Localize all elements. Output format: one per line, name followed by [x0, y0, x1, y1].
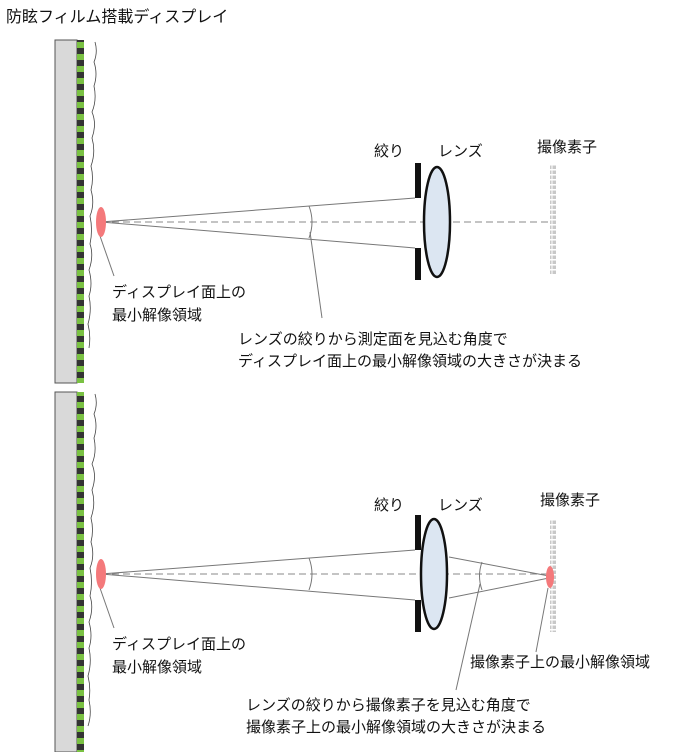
- display-spot: [96, 207, 106, 237]
- ray-upper: [100, 197, 416, 223]
- aperture-lower: [415, 248, 421, 280]
- image-ray-lower: [448, 577, 550, 599]
- angle-leader: [309, 231, 323, 319]
- aperture-lower: [415, 600, 421, 632]
- ray-lower: [100, 221, 416, 249]
- diagram-title: 防眩フィルム搭載ディスプレイ: [6, 7, 228, 26]
- lens-label: レンズ: [438, 142, 483, 160]
- sensor-spot: [546, 566, 554, 588]
- film-surface-profile: [87, 393, 97, 727]
- display-panel: [54, 391, 78, 752]
- display-area-label-1: ディスプレイ面上の: [112, 283, 246, 301]
- display-panel: [54, 39, 78, 384]
- image-ray-upper: [448, 556, 550, 577]
- spot-leader: [99, 235, 115, 277]
- lens-label: レンズ: [438, 496, 483, 514]
- bottom-diagram: 絞り レンズ 撮像素子 ディスプレイ面上の 最小解像領域 撮像素子上の最小解像領…: [54, 391, 650, 752]
- sensor-label: 撮像素子: [540, 491, 600, 509]
- angle-note-2: 撮像素子上の最小解像領域の大きさが決まる: [246, 718, 546, 736]
- display-spot: [96, 559, 106, 589]
- aperture-label: 絞り: [374, 496, 404, 514]
- display-area-label-2: 最小解像領域: [112, 306, 202, 324]
- aperture-upper: [415, 163, 421, 198]
- aperture-label: 絞り: [374, 142, 404, 160]
- angle-arc: [308, 205, 313, 239]
- angle-note-1: レンズの絞りから測定面を見込む角度で: [238, 330, 508, 348]
- sensor-spot-leader: [535, 587, 549, 653]
- ray-upper: [100, 549, 416, 575]
- aperture-upper: [415, 515, 421, 550]
- sensor-angle-arc: [479, 561, 483, 591]
- angle-leader: [455, 583, 481, 691]
- object-angle-arc: [308, 557, 313, 591]
- sensor-label: 撮像素子: [537, 138, 597, 156]
- antiglare-film: [77, 40, 84, 383]
- lens: [419, 517, 449, 631]
- display-area-label-1: ディスプレイ面上の: [112, 635, 246, 653]
- lens: [422, 165, 452, 279]
- image-sensor: [550, 165, 556, 275]
- ray-lower: [100, 573, 416, 601]
- top-diagram: 絞り レンズ 撮像素子 ディスプレイ面上の 最小解像領域 レンズの絞りから測定面…: [54, 39, 597, 384]
- angle-note-1: レンズの絞りから撮像素子を見込む角度で: [246, 696, 531, 714]
- antiglare-film: [77, 392, 84, 752]
- angle-note-2: ディスプレイ面上の最小解像領域の大きさが決まる: [238, 352, 582, 370]
- display-area-label-2: 最小解像領域: [112, 658, 202, 676]
- film-surface-profile: [87, 41, 97, 349]
- spot-leader: [99, 587, 115, 629]
- sensor-area-label: 撮像素子上の最小解像領域: [470, 653, 650, 671]
